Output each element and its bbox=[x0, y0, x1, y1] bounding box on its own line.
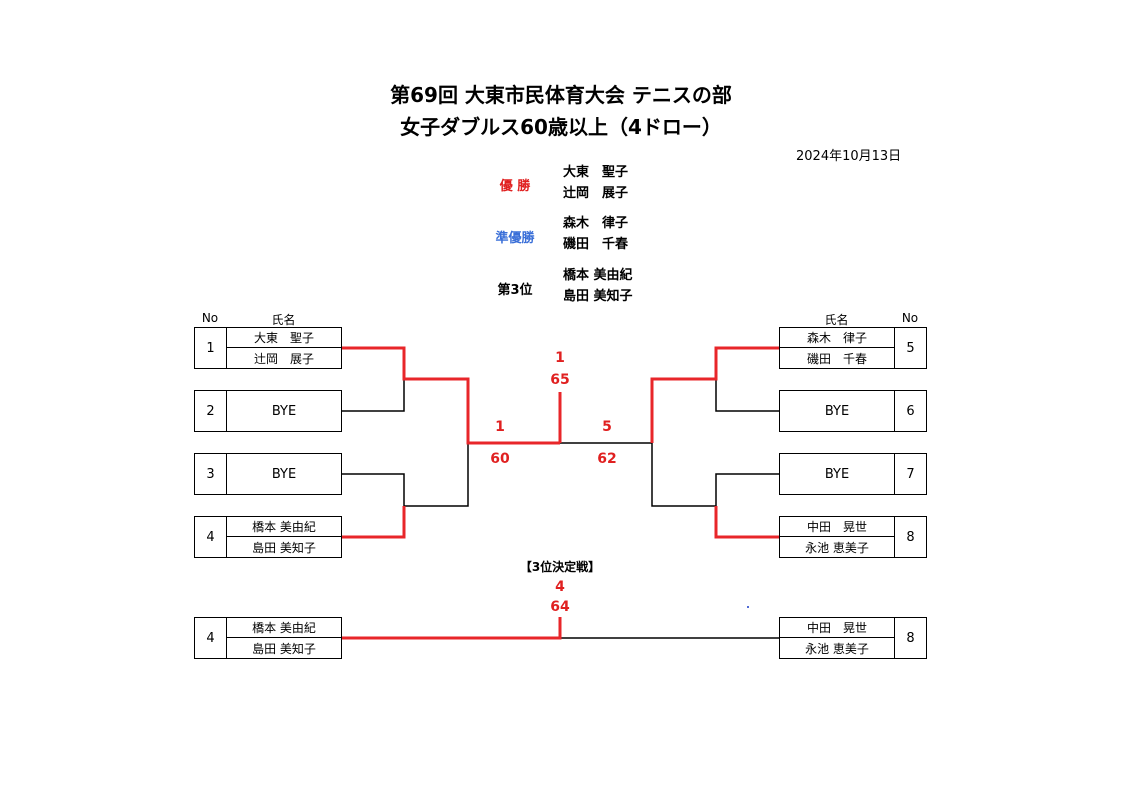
right-no-7: 7 bbox=[894, 453, 927, 495]
right-bye-6: BYE bbox=[779, 390, 895, 432]
runner-up-name-1: 森木 律子 bbox=[563, 216, 629, 231]
third-left-no: 4 bbox=[194, 617, 227, 659]
player-name: 中田 晃世 bbox=[780, 618, 894, 638]
third-right-no: 8 bbox=[894, 617, 927, 659]
semi-left-score: 60 bbox=[490, 451, 510, 467]
left-name-header: 氏名 bbox=[271, 313, 296, 327]
left-no-2: 2 bbox=[194, 390, 227, 432]
player-name: 橋本 美由紀 bbox=[227, 517, 341, 537]
third-place-title: 【3位決定戦】 bbox=[519, 560, 601, 574]
left-no-1: 1 bbox=[194, 327, 227, 369]
player-name: 辻岡 展子 bbox=[253, 351, 314, 366]
final-winner-no: 1 bbox=[555, 350, 565, 366]
left-no-header: No bbox=[201, 311, 219, 325]
third-left-pair: 橋本 美由紀 島田 美知子 bbox=[226, 617, 342, 659]
winner-name-1: 大東 聖子 bbox=[563, 165, 629, 180]
page-subtitle: 女子ダブルス60歳以上（4ドロー） bbox=[400, 115, 722, 139]
left-no-3: 3 bbox=[194, 453, 227, 495]
player-name: 中田 晃世 bbox=[780, 517, 894, 537]
third-win-line bbox=[341, 617, 562, 640]
player-name: 永池 恵美子 bbox=[805, 641, 869, 656]
left-win-lines bbox=[341, 346, 560, 539]
left-bye-3: BYE bbox=[226, 453, 342, 495]
player-name: 磯田 千春 bbox=[806, 351, 867, 366]
right-pair-8: 中田 晃世 永池 恵美子 bbox=[779, 516, 895, 558]
player-name: 橋本 美由紀 bbox=[227, 618, 341, 638]
right-no-6: 6 bbox=[894, 390, 927, 432]
runner-up-label: 準優勝 bbox=[495, 231, 535, 246]
third-label: 第3位 bbox=[497, 283, 533, 298]
right-no-8: 8 bbox=[894, 516, 927, 558]
event-date: 2024年10月13日 bbox=[796, 149, 902, 164]
right-name-header: 氏名 bbox=[824, 313, 849, 327]
final-score: 65 bbox=[550, 372, 570, 388]
semi-left-winner-no: 1 bbox=[495, 419, 505, 435]
right-no-header: No bbox=[901, 311, 919, 325]
right-bye-7: BYE bbox=[779, 453, 895, 495]
left-pair-1: 大東 聖子 辻岡 展子 bbox=[226, 327, 342, 369]
right-no-5: 5 bbox=[894, 327, 927, 369]
runner-up-name-2: 磯田 千春 bbox=[563, 237, 629, 252]
right-pair-5: 森木 律子 磯田 千春 bbox=[779, 327, 895, 369]
player-name: 永池 恵美子 bbox=[805, 540, 869, 555]
semi-right-score: 62 bbox=[597, 451, 617, 467]
third-winner-no: 4 bbox=[555, 579, 565, 595]
winner-label: 優 勝 bbox=[499, 179, 531, 194]
third-name-1: 橋本 美由紀 bbox=[563, 268, 633, 283]
left-bye-2: BYE bbox=[226, 390, 342, 432]
third-score: 64 bbox=[550, 599, 570, 615]
winner-name-2: 辻岡 展子 bbox=[563, 186, 629, 201]
player-name: 大東 聖子 bbox=[227, 328, 341, 348]
player-name: 島田 美知子 bbox=[252, 641, 316, 656]
semi-right-winner-no: 5 bbox=[602, 419, 612, 435]
page-title: 第69回 大東市民体育大会 テニスの部 bbox=[390, 83, 732, 107]
right-win-lines bbox=[650, 346, 779, 539]
third-right-pair: 中田 晃世 永池 恵美子 bbox=[779, 617, 895, 659]
left-lose-lines bbox=[341, 379, 469, 507]
player-name: 島田 美知子 bbox=[252, 540, 316, 555]
third-name-2: 島田 美知子 bbox=[563, 289, 633, 304]
left-no-4: 4 bbox=[194, 516, 227, 558]
right-lose-lines bbox=[560, 379, 779, 507]
player-name: 森木 律子 bbox=[780, 328, 894, 348]
left-pair-4: 橋本 美由紀 島田 美知子 bbox=[226, 516, 342, 558]
